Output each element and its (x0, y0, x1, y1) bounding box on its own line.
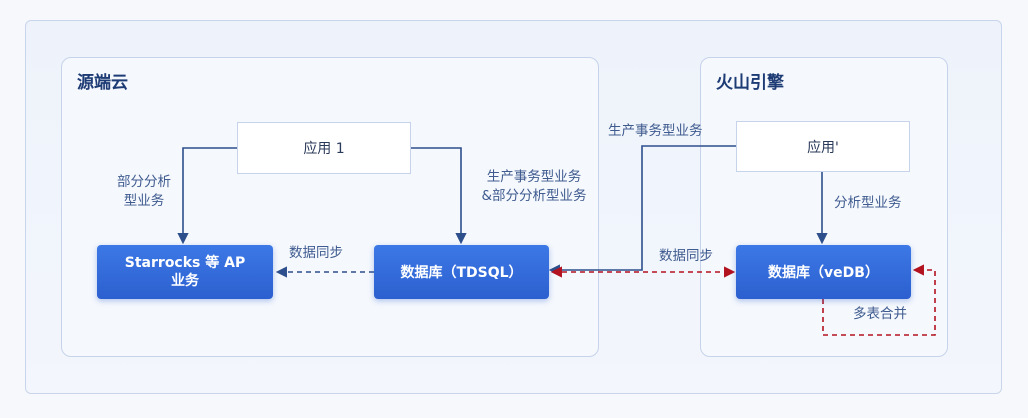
multi-table-merge-label: 多表合并 (853, 306, 907, 322)
edge-app1-to-tdsql (411, 147, 467, 245)
prod-tx-partial-analysis-label: 生产事务型业务 &部分分析型业务 (471, 168, 597, 206)
starrocks-label-line2: 业务 (171, 273, 199, 289)
analysis-label: 分析型业务 (834, 195, 902, 211)
tdsql-label: 数据库（TDSQL） (400, 265, 523, 281)
prod-tx-line2: &部分分析型业务 (481, 188, 587, 204)
data-sync-left-label: 数据同步 (289, 245, 343, 261)
source-cloud-title: 源端云 (77, 73, 128, 93)
edge-app1-to-starrocks (177, 147, 237, 245)
partial-analysis-line2: 型业务 (123, 193, 165, 209)
tdsql-node: 数据库（TDSQL） (374, 245, 549, 299)
edge-vedb-multi-table-merge (822, 264, 936, 336)
source-cloud-region (61, 57, 599, 357)
app-prime-label: 应用' (807, 139, 839, 156)
starrocks-label-line1: Starrocks 等 AP (124, 255, 246, 271)
prod-tx-line1: 生产事务型业务 (486, 169, 582, 185)
app1-node: 应用 1 (237, 122, 411, 174)
volcano-engine-region (700, 57, 948, 357)
volcano-engine-title: 火山引擎 (716, 73, 784, 93)
app-prime-node: 应用' (736, 121, 910, 172)
starrocks-node: Starrocks 等 AP 业务 (97, 245, 273, 299)
partial-analysis-line1: 部分分析 (117, 174, 171, 190)
vedb-label: 数据库（veDB） (768, 265, 879, 281)
prod-tx-right-label: 生产事务型业务 (608, 123, 703, 139)
app1-label: 应用 1 (303, 141, 345, 157)
data-sync-right-label: 数据同步 (659, 248, 713, 264)
vedb-node: 数据库（veDB） (736, 245, 911, 299)
partial-analysis-label: 部分分析 型业务 (113, 173, 175, 211)
